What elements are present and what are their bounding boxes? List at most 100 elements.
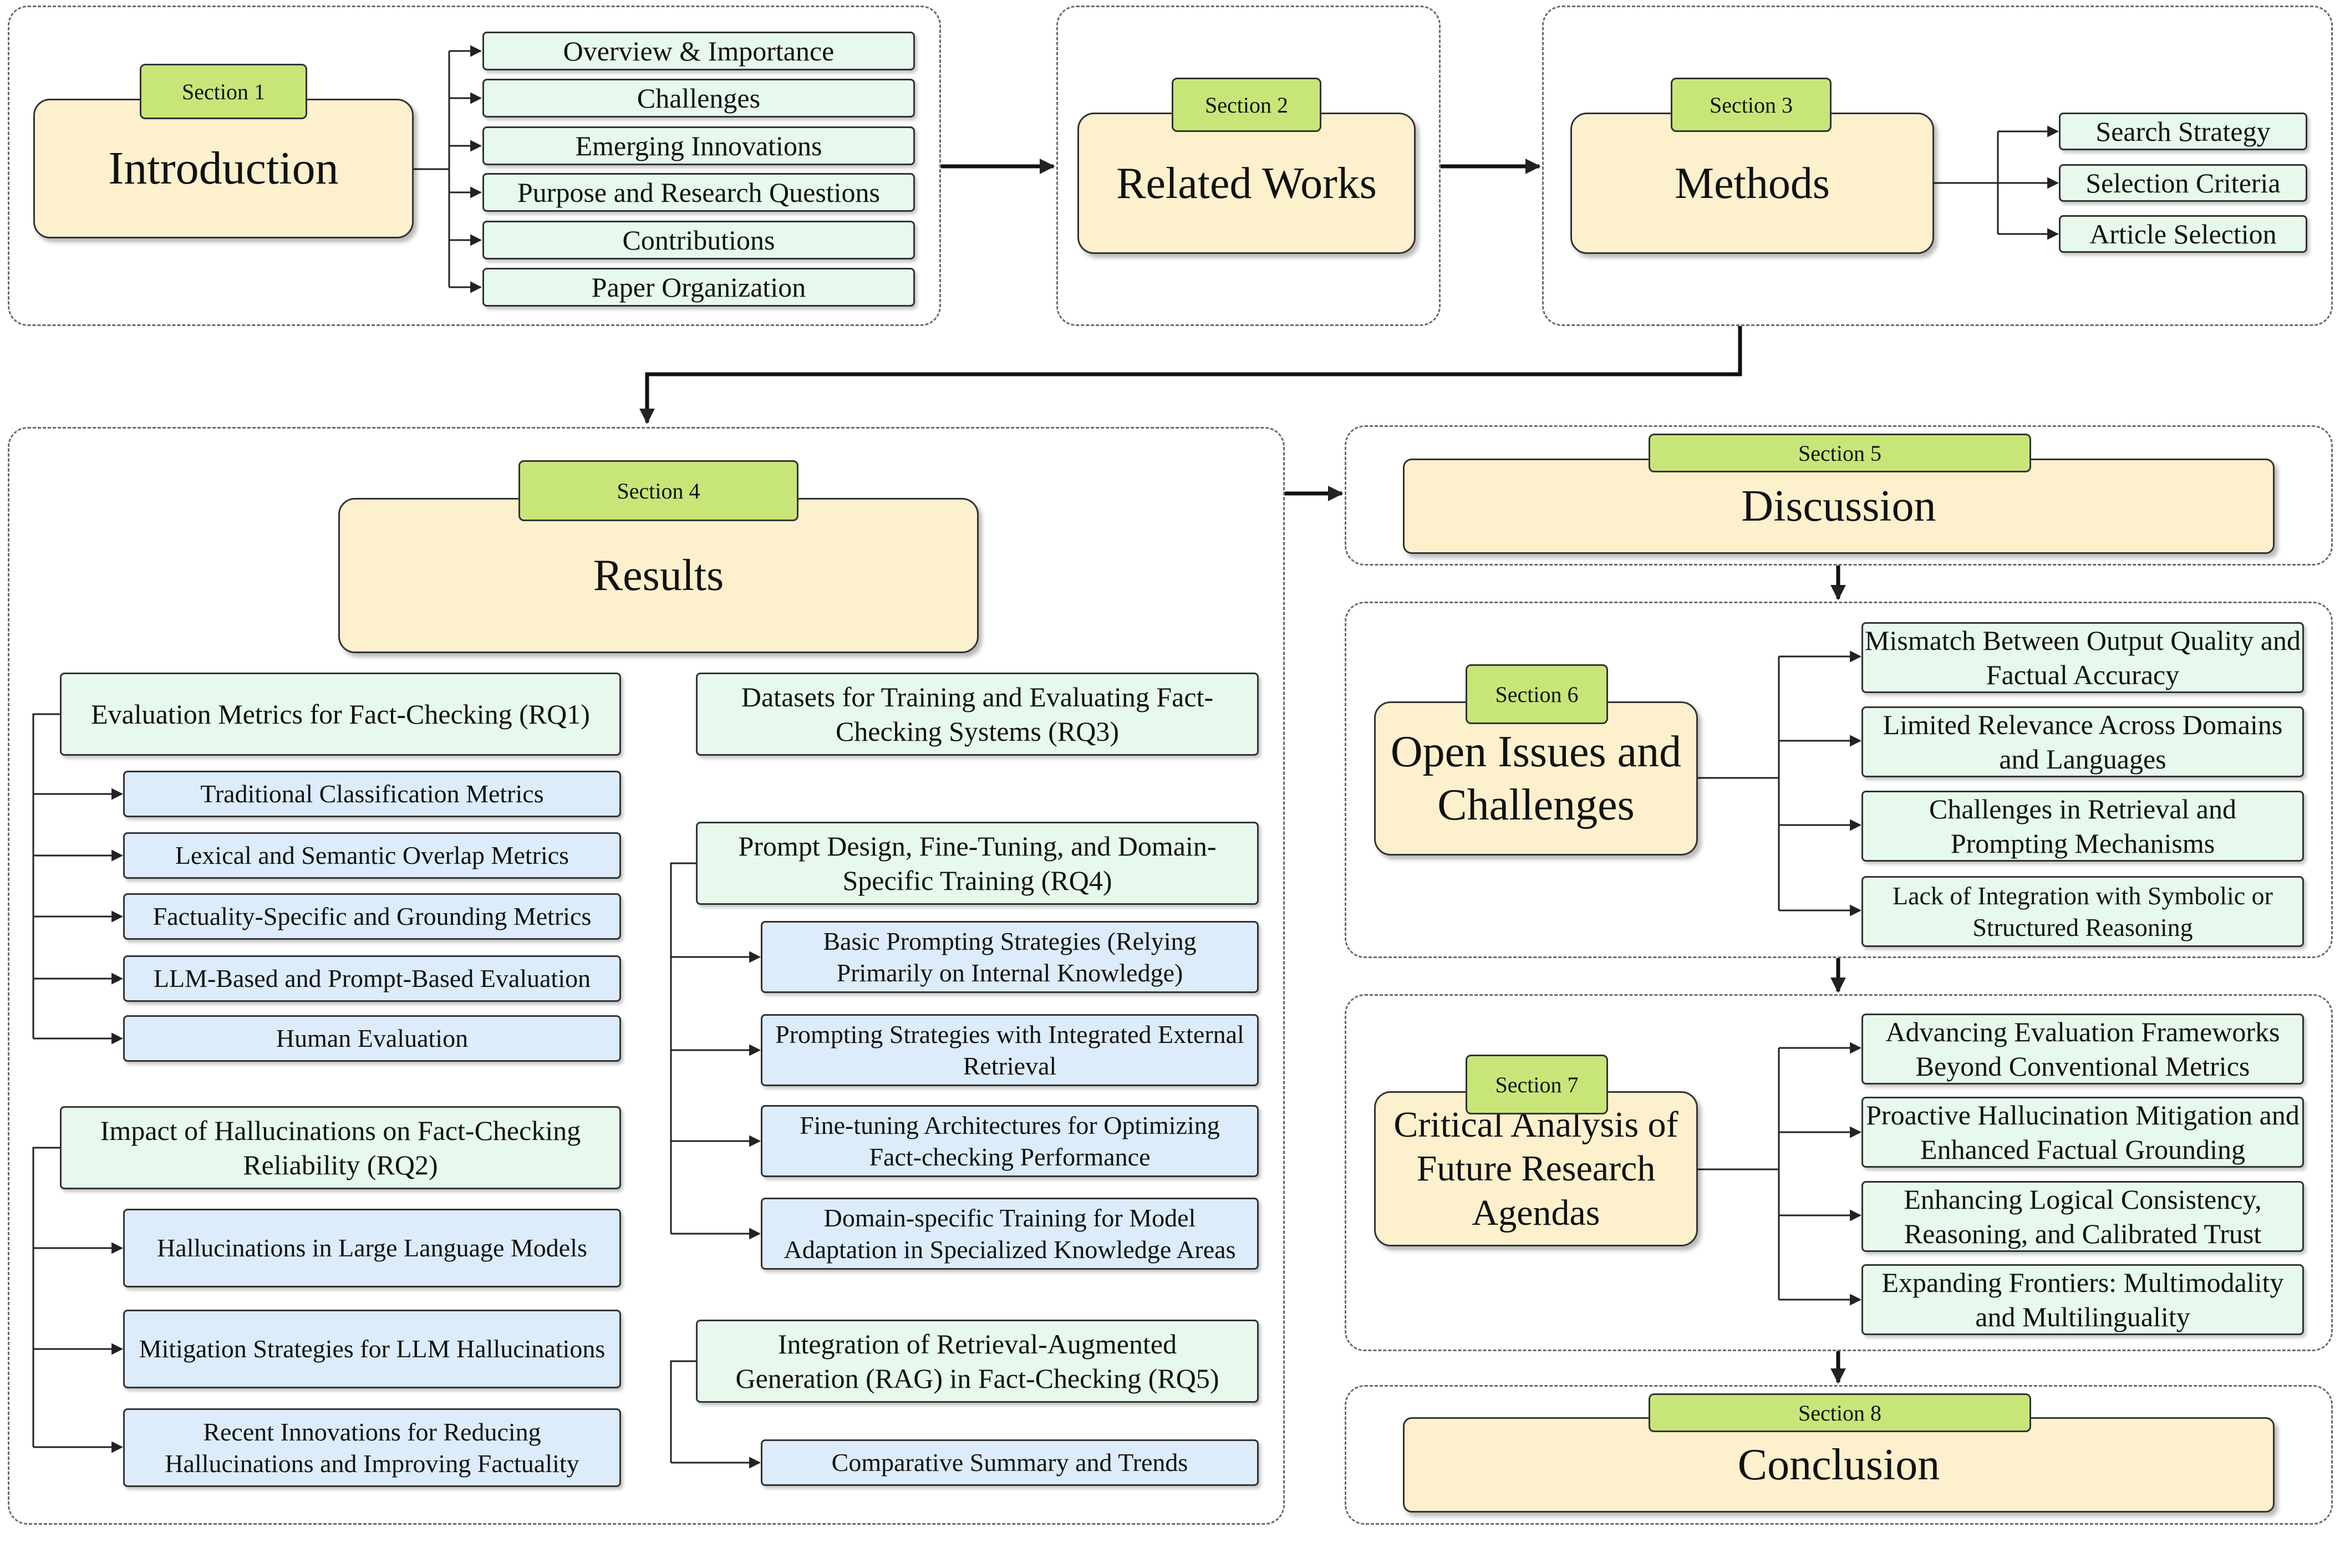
rq4-item-external-retrieval: Prompting Strategies with Integrated Ext… [761, 1014, 1259, 1086]
s1-item-label: Challenges [637, 82, 761, 114]
rq4-item-label: Fine-tuning Architectures for Optimizing… [800, 1111, 1220, 1172]
flow-arrows [639, 159, 1846, 1384]
introduction-box: Introduction [33, 99, 414, 238]
section3-tag-label: Section 3 [1710, 92, 1793, 118]
open-issues-box: Open Issues and Challenges [1374, 701, 1698, 856]
section8-tag: Section 8 [1649, 1393, 2031, 1432]
rq1-connectors [32, 713, 124, 1045]
rq2-item-label: Recent Innovations for Reducing Hallucin… [165, 1417, 579, 1478]
s1-item-challenges: Challenges [482, 79, 915, 118]
rq4-item-label: Prompting Strategies with Integrated Ext… [775, 1020, 1244, 1081]
s3-item-search-strategy: Search Strategy [2059, 113, 2307, 150]
s1-item-contributions: Contributions [482, 221, 915, 259]
discussion-title: Discussion [1741, 482, 1936, 531]
rq1-item-factuality: Factuality-Specific and Grounding Metric… [123, 893, 621, 940]
s7-item-multimodality: Expanding Frontiers: Multimodality and M… [1861, 1264, 2304, 1335]
s6-item-retrieval-prompting: Challenges in Retrieval and Prompting Me… [1861, 791, 2304, 862]
rq1-item-label: Factuality-Specific and Grounding Metric… [152, 902, 592, 931]
results-box: Results [338, 498, 979, 653]
rq4-header: Prompt Design, Fine-Tuning, and Domain-S… [696, 822, 1259, 905]
s1-item-purpose: Purpose and Research Questions [482, 173, 915, 212]
rq2-item-innovations: Recent Innovations for Reducing Hallucin… [123, 1408, 621, 1487]
discussion-box: Discussion [1403, 459, 2275, 554]
section8-tag-label: Section 8 [1798, 1400, 1881, 1426]
rq3-title: Datasets for Training and Evaluating Fac… [741, 681, 1214, 747]
introduction-title: Introduction [108, 142, 339, 194]
section1-tag-label: Section 1 [182, 79, 265, 104]
s6-connectors [1698, 650, 1862, 917]
rq2-item-label: Mitigation Strategies for LLM Hallucinat… [139, 1335, 606, 1363]
s3-connectors [1934, 125, 2059, 240]
rq1-item-classification: Traditional Classification Metrics [123, 771, 621, 817]
rq2-title: Impact of Hallucinations on Fact-Checkin… [100, 1114, 581, 1181]
section1-group [8, 6, 941, 326]
rq2-header: Impact of Hallucinations on Fact-Checkin… [60, 1106, 621, 1189]
s7-item-label: Advancing Evaluation Frameworks Beyond C… [1885, 1016, 2280, 1082]
section1-tag: Section 1 [140, 64, 307, 119]
section6-group [1345, 602, 2333, 958]
section2-group [1056, 6, 1441, 326]
s1-item-label: Purpose and Research Questions [517, 176, 881, 208]
rq5-header: Integration of Retrieval-Augmented Gener… [696, 1320, 1259, 1403]
results-title: Results [593, 551, 724, 600]
s7-item-label: Proactive Hallucination Mitigation and E… [1866, 1099, 2300, 1165]
conclusion-title: Conclusion [1737, 1440, 1940, 1489]
s3-item-label: Selection Criteria [2085, 167, 2281, 198]
section6-tag-label: Section 6 [1495, 681, 1579, 707]
section7-group [1345, 994, 2333, 1351]
rq1-item-label: LLM-Based and Prompt-Based Evaluation [153, 964, 591, 993]
related-works-title: Related Works [1116, 159, 1377, 208]
s6-item-label: Limited Relevance Across Domains and Lan… [1883, 709, 2283, 775]
s3-item-label: Search Strategy [2095, 115, 2271, 147]
related-works-box: Related Works [1077, 113, 1416, 254]
section2-tag: Section 2 [1172, 78, 1321, 132]
rq1-item-label: Human Evaluation [276, 1024, 469, 1053]
s3-item-article-selection: Article Selection [2059, 215, 2307, 253]
conclusion-box: Conclusion [1403, 1417, 2275, 1513]
s1-item-label: Emerging Innovations [575, 130, 822, 161]
s6-item-symbolic-reasoning: Lack of Integration with Symbolic or Str… [1861, 876, 2304, 947]
future-agendas-box: Critical Analysis of Future Research Age… [1374, 1091, 1698, 1246]
s1-item-label: Contributions [622, 224, 775, 256]
s7-connectors [1698, 1042, 1862, 1306]
section7-tag-label: Section 7 [1495, 1072, 1579, 1097]
section5-group [1345, 425, 2333, 566]
section2-tag-label: Section 2 [1205, 92, 1288, 118]
section5-tag: Section 5 [1649, 434, 2031, 472]
rq3-header: Datasets for Training and Evaluating Fac… [696, 673, 1259, 756]
rq1-header: Evaluation Metrics for Fact-Checking (RQ… [60, 673, 621, 756]
rq1-item-label: Lexical and Semantic Overlap Metrics [175, 841, 569, 870]
rq5-title: Integration of Retrieval-Augmented Gener… [735, 1328, 1219, 1394]
s1-item-label: Paper Organization [591, 271, 806, 303]
section4-tag-label: Section 4 [617, 478, 700, 503]
s1-item-overview: Overview & Importance [482, 32, 915, 70]
s1-item-emerging: Emerging Innovations [482, 126, 915, 165]
rq2-item-label: Hallucinations in Large Language Models [157, 1234, 587, 1262]
s6-item-limited-relevance: Limited Relevance Across Domains and Lan… [1861, 706, 2304, 777]
s6-item-label: Challenges in Retrieval and Prompting Me… [1929, 793, 2236, 859]
rq1-item-lexical: Lexical and Semantic Overlap Metrics [123, 832, 621, 879]
section4-tag: Section 4 [518, 460, 798, 521]
rq4-item-fine-tuning: Fine-tuning Architectures for Optimizing… [761, 1105, 1259, 1177]
rq4-item-domain-training: Domain-specific Training for Model Adapt… [761, 1198, 1259, 1270]
s7-item-evaluation-frameworks: Advancing Evaluation Frameworks Beyond C… [1861, 1014, 2304, 1085]
s7-item-label: Enhancing Logical Consistency, Reasoning… [1904, 1183, 2262, 1250]
s3-item-label: Article Selection [2089, 218, 2277, 250]
rq1-item-human: Human Evaluation [123, 1015, 621, 1062]
section8-group [1345, 1385, 2333, 1525]
open-issues-title: Open Issues and Challenges [1390, 727, 1682, 829]
rq4-item-basic-prompting: Basic Prompting Strategies (Relying Prim… [761, 921, 1259, 993]
rq2-item-hallucinations: Hallucinations in Large Language Models [123, 1209, 621, 1287]
rq5-connectors [670, 1360, 761, 1469]
methods-title: Methods [1675, 159, 1830, 208]
s6-item-label: Lack of Integration with Symbolic or Str… [1892, 881, 2273, 942]
section7-tag: Section 7 [1466, 1055, 1608, 1114]
s7-item-label: Expanding Frontiers: Multimodality and M… [1881, 1266, 2284, 1333]
section5-tag-label: Section 5 [1798, 440, 1881, 466]
s1-item-label: Overview & Importance [563, 35, 835, 67]
s6-item-label: Mismatch Between Output Quality and Fact… [1865, 624, 2301, 691]
rq4-item-label: Basic Prompting Strategies (Relying Prim… [823, 926, 1197, 987]
rq1-title: Evaluation Metrics for Fact-Checking (RQ… [91, 698, 590, 730]
